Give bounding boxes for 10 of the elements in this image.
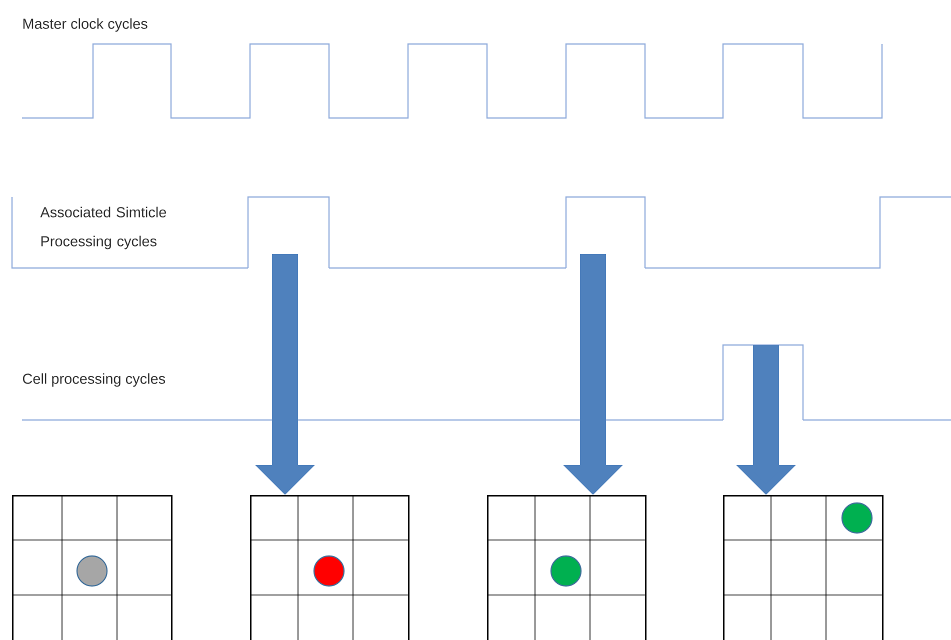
waveform-label: Cell processing cycles	[22, 373, 166, 387]
clock-pulse	[247, 196, 330, 268]
grid-drawing	[12, 494, 172, 640]
clock-pulse	[722, 344, 804, 420]
waveform-label: Associated Simticle Processing cycles	[40, 206, 166, 250]
clock-pulse	[565, 196, 646, 268]
grid-drawing	[250, 494, 410, 640]
grid-drawing	[722, 494, 884, 640]
grid-drawing	[486, 494, 646, 640]
waveform-label: Master clock cycles	[23, 18, 148, 32]
